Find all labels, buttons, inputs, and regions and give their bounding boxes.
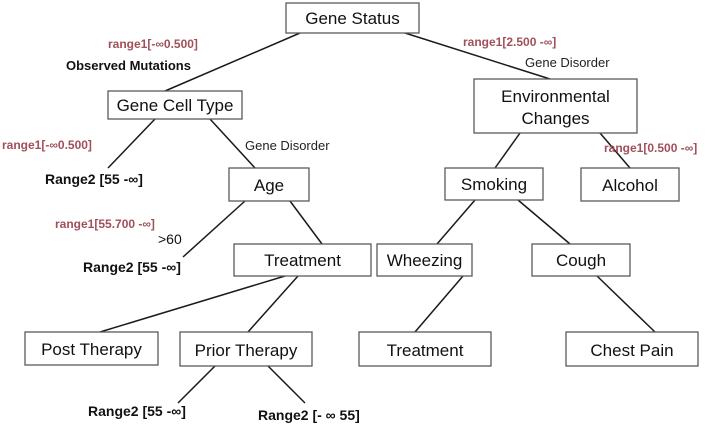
label-range1-root-left: range1[-∞0.500] xyxy=(108,37,198,51)
edge-prior-therapy-to-range2-right xyxy=(267,365,306,404)
edge-gene-cell-type-to-age xyxy=(209,118,256,169)
node-cough: Cough xyxy=(531,243,631,277)
node-wheezing: Wheezing xyxy=(376,243,473,277)
edge-age-to-treatment xyxy=(289,200,323,245)
edge-gene-cell-type-to-range2-leaf xyxy=(107,118,156,169)
node-gene-cell-type-label: Gene Cell Type xyxy=(117,96,234,115)
edge-prior-therapy-to-range2-left xyxy=(177,365,216,404)
node-treatment-low: Treatment xyxy=(358,331,492,367)
node-age-label: Age xyxy=(254,176,284,195)
edges xyxy=(99,32,656,404)
edge-gene-status-to-environmental-changes xyxy=(404,32,551,80)
node-chest-pain: Chest Pain xyxy=(565,331,699,367)
node-gene-status: Gene Status xyxy=(285,2,420,34)
node-prior-therapy: Prior Therapy xyxy=(179,331,313,367)
node-prior-therapy-label: Prior Therapy xyxy=(195,341,298,360)
node-smoking-label: Smoking xyxy=(461,175,527,194)
label-gene-disorder-right: Gene Disorder xyxy=(525,55,610,70)
edge-smoking-to-cough xyxy=(517,199,571,245)
node-post-therapy: Post Therapy xyxy=(24,331,159,366)
edge-gene-status-to-gene-cell-type xyxy=(164,32,301,92)
label-observed-mutations: Observed Mutations xyxy=(66,58,191,73)
label-range2-gct-leaf: Range2 [55 -∞] xyxy=(45,171,143,187)
node-treatment-low-label: Treatment xyxy=(387,341,464,360)
label-range2-age-leaf: Range2 [55 -∞] xyxy=(83,259,181,275)
label-range1-gct-left: range1[-∞0.500] xyxy=(2,138,92,152)
node-alcohol-label: Alcohol xyxy=(602,176,658,195)
edge-treatment-to-post-therapy xyxy=(99,275,286,333)
edge-wheezing-to-treatment xyxy=(414,275,464,333)
label-range2-prior-left: Range2 [55 -∞] xyxy=(88,403,186,419)
node-smoking: Smoking xyxy=(444,167,544,201)
label-gt60: >60 xyxy=(158,231,182,247)
node-chest-pain-label: Chest Pain xyxy=(590,341,673,360)
node-post-therapy-label: Post Therapy xyxy=(41,340,142,359)
node-cough-label: Cough xyxy=(556,251,606,270)
node-treatment-mid: Treatment xyxy=(233,243,372,277)
node-treatment-mid-label: Treatment xyxy=(264,251,341,270)
edge-treatment-to-prior-therapy xyxy=(247,275,299,333)
label-range2-prior-right: Range2 [- ∞ 55] xyxy=(258,407,360,423)
label-range1-env-right: range1[0.500 -∞] xyxy=(604,141,697,155)
edge-environmental-changes-to-smoking xyxy=(494,132,521,169)
edge-smoking-to-wheezing xyxy=(436,199,476,245)
node-alcohol: Alcohol xyxy=(580,167,680,202)
label-range1-age: range1[55.700 -∞] xyxy=(55,217,155,231)
node-environmental-changes-label-line1: Environmental xyxy=(501,87,610,106)
node-gene-cell-type: Gene Cell Type xyxy=(107,90,243,120)
label-range1-root-right: range1[2.500 -∞] xyxy=(463,35,556,49)
label-gene-disorder-gct: Gene Disorder xyxy=(245,138,330,153)
edge-age-to-range2-leaf xyxy=(182,200,246,258)
node-environmental-changes-label-line2: Changes xyxy=(521,109,589,128)
edge-cough-to-chest-pain xyxy=(596,275,656,333)
node-wheezing-label: Wheezing xyxy=(387,251,463,270)
node-environmental-changes: Environmental Changes xyxy=(473,78,638,134)
node-gene-status-label: Gene Status xyxy=(305,9,400,28)
node-age: Age xyxy=(228,167,310,202)
edge-environmental-changes-to-alcohol xyxy=(599,132,631,169)
